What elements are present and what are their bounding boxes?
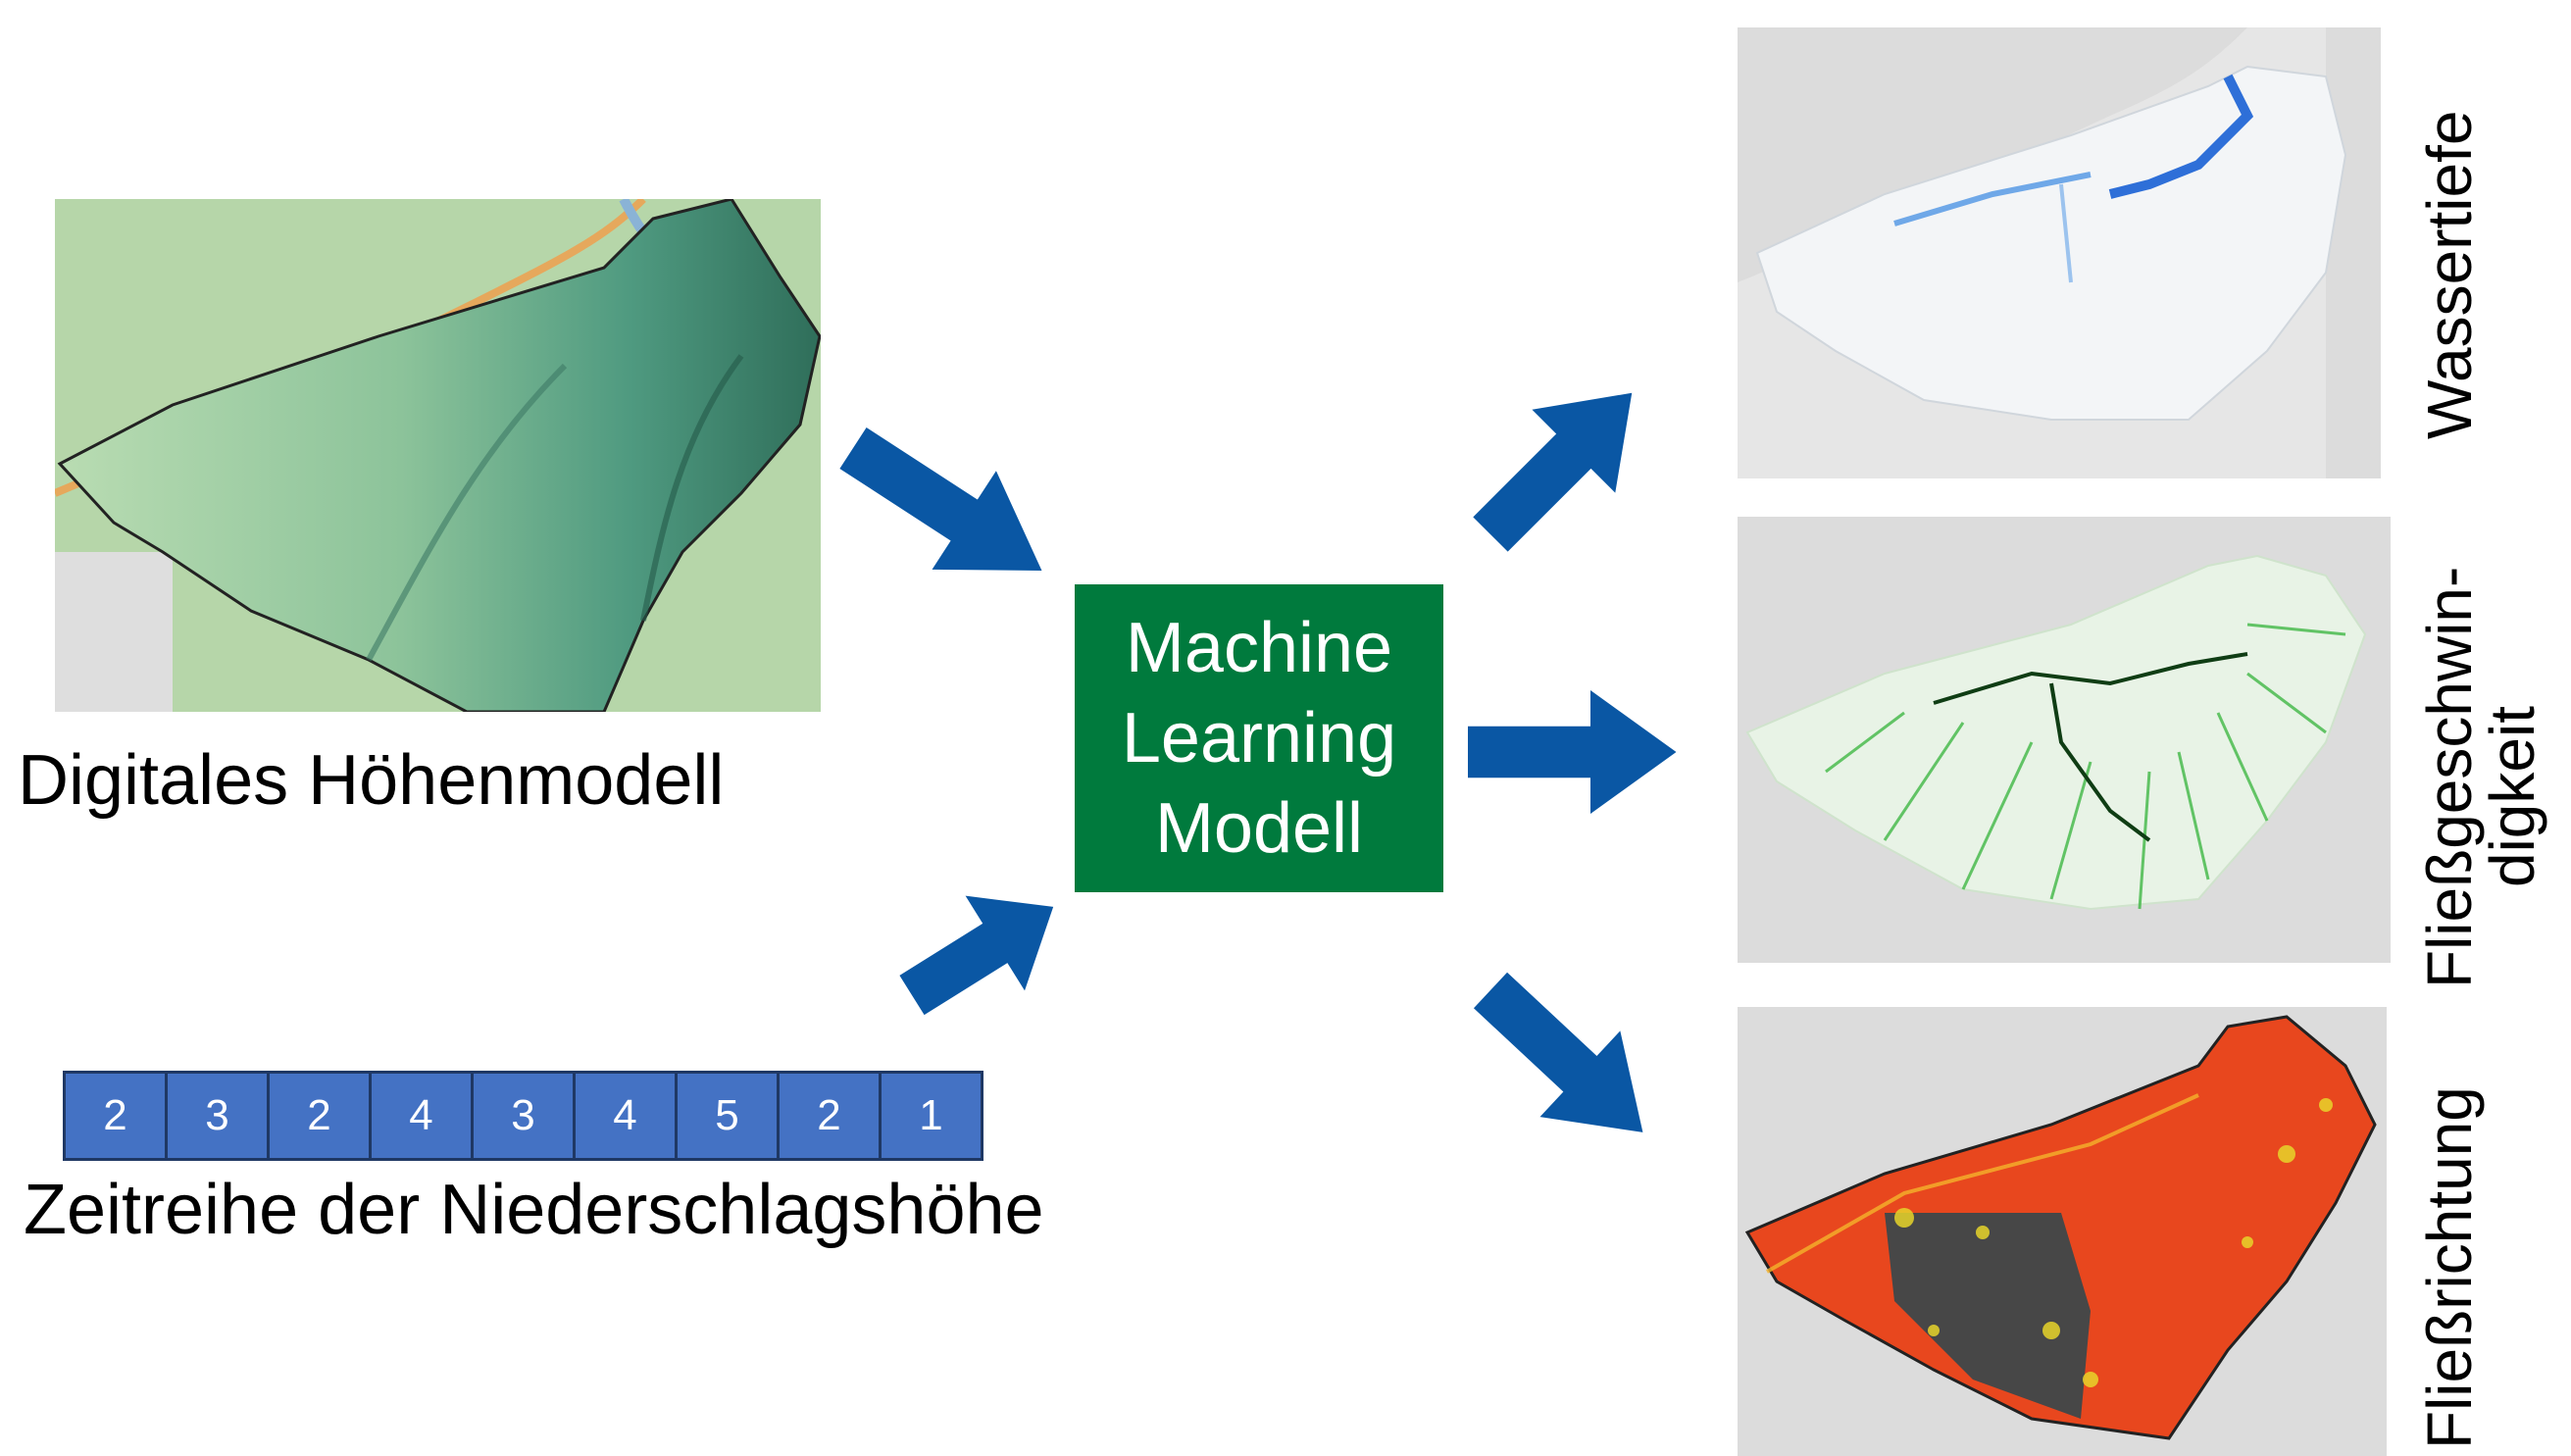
rain-cell: 4 (369, 1071, 474, 1161)
rain-cell: 1 (879, 1071, 983, 1161)
flow-direction-label: Fließrichtung (2414, 1086, 2485, 1449)
flow-velocity-label-line2: digkeit (2477, 706, 2547, 887)
dem-map (55, 199, 821, 712)
rain-cell: 2 (63, 1071, 168, 1161)
rain-cell: 4 (573, 1071, 678, 1161)
water-depth-map (1738, 27, 2381, 478)
arrow-model-to-velocity (1468, 690, 1677, 814)
ml-model-line1: Machine (1125, 609, 1393, 687)
dem-label: Digitales Höhenmodell (18, 741, 725, 820)
ml-model-line2: Learning (1121, 699, 1397, 778)
rain-cell: 3 (165, 1071, 270, 1161)
arrow-dem-to-model (821, 398, 1075, 621)
water-depth-label: Wassertiefe (2414, 110, 2485, 440)
flow-velocity-label-line1: Fließgeschwin- (2414, 566, 2485, 988)
rain-cell: 2 (777, 1071, 882, 1161)
rain-cell: 3 (471, 1071, 576, 1161)
ml-model-line3: Modell (1154, 789, 1364, 868)
rainfall-series: 2 3 2 4 3 4 5 2 1 (63, 1071, 983, 1161)
arrow-rain-to-model (882, 859, 1084, 1043)
flow-direction-map (1738, 1007, 2387, 1456)
rain-cell: 5 (675, 1071, 780, 1161)
arrow-model-to-depth (1448, 351, 1674, 577)
ml-model-box: Machine Learning Modell (1075, 584, 1443, 892)
arrow-model-to-direction (1450, 947, 1684, 1176)
rain-cell: 2 (267, 1071, 372, 1161)
rain-label: Zeitreihe der Niederschlagshöhe (24, 1171, 1044, 1249)
flow-velocity-map (1738, 517, 2391, 963)
